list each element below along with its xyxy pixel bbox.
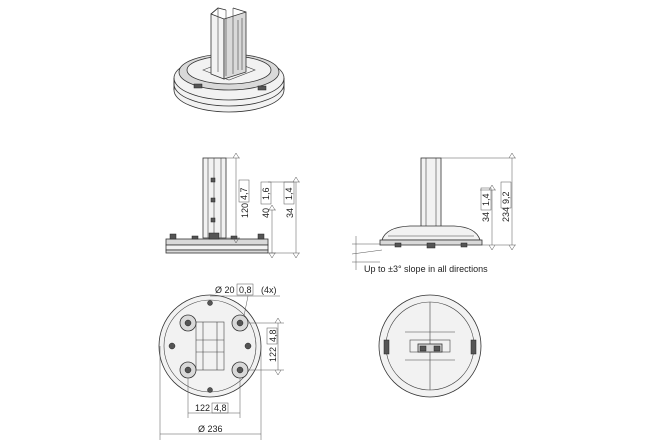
isometric-view	[173, 7, 285, 113]
dim-front-mid-in: 1,6	[261, 187, 271, 200]
dim-front-mid: 40	[261, 208, 271, 218]
dim-front-base-in: 1,4	[284, 187, 294, 200]
dim-hole-count: (4x)	[261, 285, 277, 295]
dim-hole-spacing-v-in: 4,8	[268, 329, 278, 342]
side-dims-text: 34 1,4 234 9,2 Up to ±3° slope in all di…	[364, 181, 512, 274]
slope-note: Up to ±3° slope in all directions	[364, 264, 488, 274]
dim-base-diameter: Ø 236	[198, 424, 223, 434]
dim-front-base: 34	[285, 208, 295, 218]
dim-front-height-in: 4,7	[239, 187, 249, 200]
dim-side-base: 34	[481, 212, 491, 222]
dim-front-height-in-box	[238, 179, 250, 203]
bottom-view	[158, 294, 284, 440]
dim-side-base-in: 1,4	[481, 193, 491, 206]
side-view	[351, 152, 516, 270]
front-dims-text: 120 4,7 40 1,6 34 1,4	[238, 179, 295, 218]
dim-side-total-in: 9,2	[501, 191, 511, 204]
dim-front-height: 120	[240, 203, 250, 218]
dim-side-total: 234	[501, 207, 511, 222]
dim-hole-spacing-h-in: 4,8	[214, 403, 227, 413]
front-view	[165, 152, 300, 259]
dim-hole-spacing-v: 122	[268, 347, 278, 362]
dim-hole-diameter-in: 0,8	[239, 285, 252, 295]
dim-hole-spacing-h: 122	[195, 403, 210, 413]
bottom-dims-text: Ø 20 0,8 (4x) 122 4,8 122 4,8 Ø 236	[195, 283, 278, 434]
dim-hole-diameter: Ø 20	[215, 285, 235, 295]
top-view	[378, 294, 482, 398]
